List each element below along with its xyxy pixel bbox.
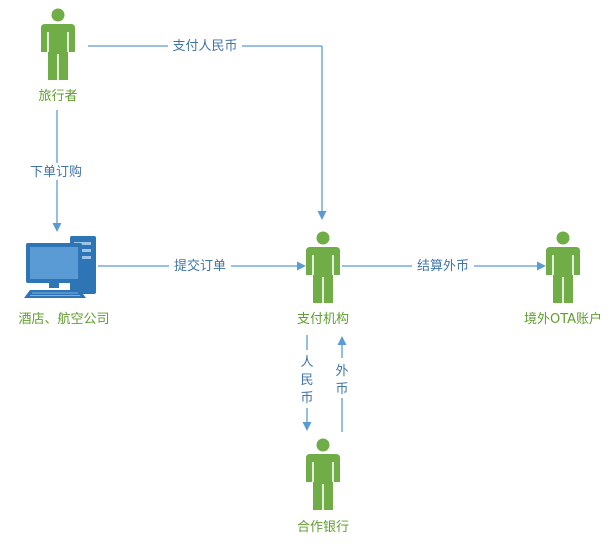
- edge-label-settle-foreign: 结算外币: [417, 259, 469, 274]
- edge-label-foreign-char-2: 币: [335, 382, 348, 397]
- node-label-merchant: 酒店、航空公司: [18, 311, 109, 327]
- person-icon-traveler: [40, 8, 76, 81]
- computer-icon: [24, 236, 96, 298]
- node-label-partner-bank: 合作银行: [297, 520, 349, 535]
- edge-pay-rmb: [88, 45, 327, 220]
- edge-label-rmb-char-2: 民: [300, 373, 313, 388]
- person-icon-overseas-ota: [545, 231, 581, 304]
- person-icon-payment-institution: [305, 231, 341, 304]
- edge-label-rmb-char-1: 人: [300, 355, 313, 370]
- edge-label-place-order: 下单订购: [30, 164, 82, 180]
- edge-foreign-up: [337, 336, 347, 432]
- edge-label-foreign-char-1: 外: [335, 364, 348, 379]
- edge-rmb-down: [302, 335, 312, 431]
- node-label-traveler: 旅行者: [38, 89, 77, 104]
- edge-label-pay-rmb: 支付人民币: [172, 39, 237, 54]
- edge-label-submit-order: 提交订单: [174, 258, 226, 274]
- node-label-payment-institution: 支付机构: [297, 312, 349, 327]
- person-icon-partner-bank: [305, 438, 341, 511]
- node-label-overseas-ota: 境外OTA账户: [524, 311, 602, 327]
- edge-label-rmb-char-3: 币: [300, 391, 313, 406]
